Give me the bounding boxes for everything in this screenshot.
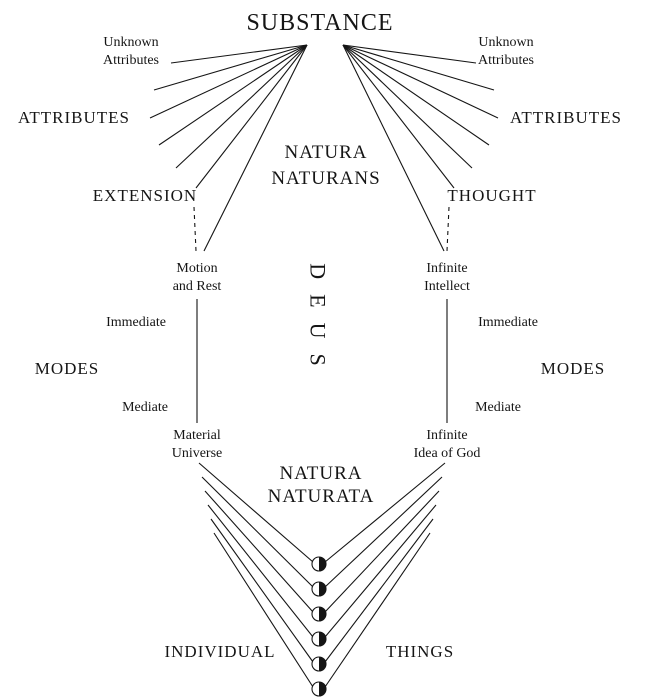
fan-line [324, 532, 431, 688]
label-individual: INDIVIDUAL [164, 642, 275, 661]
fan-line [204, 490, 314, 613]
dashed-link-extension-motion [193, 206, 197, 252]
fan-line [324, 518, 434, 663]
half-circle-fill [319, 657, 326, 671]
fan-line [213, 532, 314, 688]
label-infinite-intellect: Intellect [424, 279, 470, 294]
bottom-right-fan [324, 462, 446, 688]
label-material-universe: Universe [172, 446, 223, 461]
label-infinite-idea-of-god: Infinite [426, 428, 467, 443]
top-right-fan [342, 44, 499, 252]
half-circle-fill [319, 582, 326, 596]
fan-line [342, 44, 490, 146]
label-infinite-idea-of-god: Idea of God [414, 446, 481, 461]
fan-line [203, 44, 308, 252]
bottom-left-fan [198, 462, 314, 688]
fan-line [342, 44, 445, 252]
half-circle-fill [319, 682, 326, 696]
label-material-universe: Material [173, 428, 221, 443]
label-unknown-attributes-left: Unknown [103, 35, 158, 50]
label-modes-right: MODES [541, 359, 606, 378]
fan-line [158, 44, 308, 146]
fan-line [170, 44, 308, 64]
label-unknown-attributes-right: Unknown [478, 35, 533, 50]
label-modes-left: MODES [35, 359, 100, 378]
label-extension: EXTENSION [93, 186, 197, 205]
fan-line [175, 44, 308, 169]
label-unknown-attributes-left: Attributes [103, 53, 159, 68]
fan-line [324, 462, 446, 563]
label-attributes-right: ATTRIBUTES [510, 108, 622, 127]
fan-line [153, 44, 308, 91]
label-infinite-intellect: Infinite [426, 261, 467, 276]
label-motion-and-rest: Motion [176, 261, 217, 276]
label-immediate-right: Immediate [478, 315, 538, 330]
label-thought: THOUGHT [447, 186, 536, 205]
fan-line [207, 504, 314, 638]
label-immediate-left: Immediate [106, 315, 166, 330]
fan-line [342, 44, 477, 64]
fan-line [324, 476, 443, 588]
fan-line [342, 44, 455, 189]
label-natura-naturata: NATURA [279, 463, 362, 484]
top-left-fan [149, 44, 308, 252]
fan-line [149, 44, 308, 119]
half-circle-fill [319, 632, 326, 646]
fan-line [342, 44, 495, 91]
fan-line [210, 518, 314, 663]
label-mediate-right: Mediate [475, 400, 521, 415]
dashed-link-thought-intellect [446, 206, 450, 252]
label-deus: DEUS [306, 263, 331, 380]
fan-line [198, 462, 314, 563]
fan-line [324, 504, 437, 638]
half-circle-fill [319, 607, 326, 621]
label-natura-naturans: NATURANS [271, 168, 380, 189]
label-attributes-left: ATTRIBUTES [18, 108, 130, 127]
label-things: THINGS [386, 642, 454, 661]
label-mediate-left: Mediate [122, 400, 168, 415]
half-circle-fill [319, 557, 326, 571]
label-natura-naturans: NATURA [284, 142, 367, 163]
fan-line [324, 490, 440, 613]
label-natura-naturata: NATURATA [268, 486, 375, 507]
individual-things-markers [311, 556, 327, 697]
label-substance: SUBSTANCE [246, 10, 393, 36]
label-unknown-attributes-right: Attributes [478, 53, 534, 68]
label-motion-and-rest: and Rest [173, 279, 222, 294]
fan-line [195, 44, 308, 189]
fan-line [201, 476, 314, 588]
fan-line [342, 44, 499, 119]
labels: SUBSTANCE Unknown Attributes Unknown Att… [18, 10, 622, 661]
fan-line [342, 44, 473, 169]
